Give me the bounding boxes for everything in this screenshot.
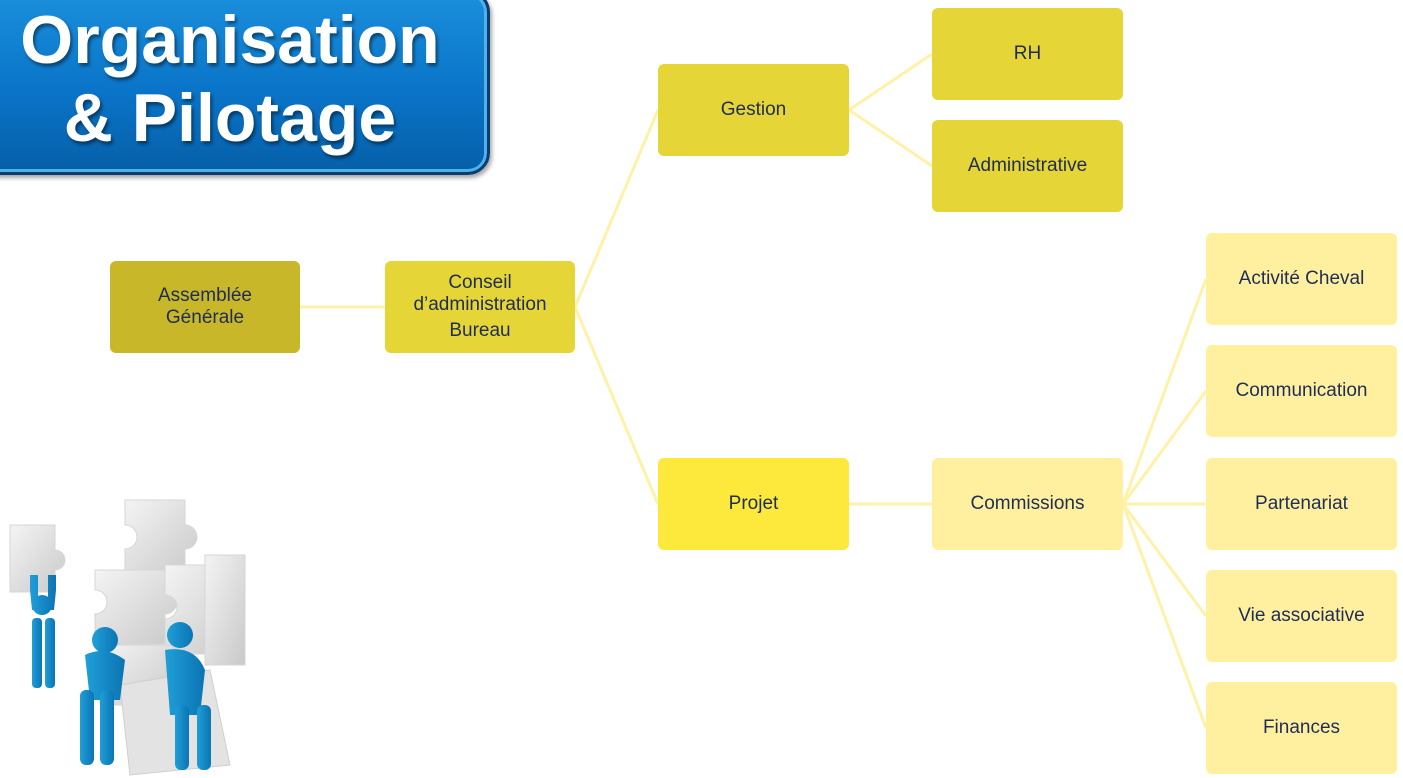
node-vie-label: Vie associative [1238, 605, 1365, 626]
node-conseil-line1: Conseil [448, 272, 512, 293]
node-administrative: Administrative [932, 120, 1123, 212]
node-rh-label: RH [1013, 43, 1042, 64]
node-gestion: Gestion [658, 64, 849, 156]
node-gestion-label: Gestion [720, 99, 787, 120]
title-line-2: & Pilotage [63, 80, 397, 156]
title-line-1: Organisation [20, 2, 440, 78]
node-partenariat: Partenariat [1206, 458, 1397, 550]
node-commissions: Commissions [932, 458, 1123, 550]
puzzle-team-icon [9, 499, 246, 776]
node-conseil-administration: Conseil d’administration Bureau [385, 261, 575, 353]
node-assemblee-generale: Assemblée Générale [110, 261, 300, 353]
node-conseil-line2: d’administration [413, 294, 547, 315]
node-partenariat-label: Partenariat [1255, 493, 1348, 514]
node-administrative-label: Administrative [967, 155, 1088, 176]
node-projet: Projet [658, 458, 849, 550]
node-activite-cheval: Activité Cheval [1206, 233, 1397, 325]
node-communication-label: Communication [1235, 380, 1368, 401]
node-finances-label: Finances [1262, 717, 1341, 738]
node-communication: Communication [1206, 345, 1397, 437]
node-assemblee-line1: Assemblée [158, 285, 252, 306]
page-title: Organisation & Pilotage [0, 0, 490, 175]
node-assemblee-line2: Générale [165, 307, 245, 328]
node-commissions-label: Commissions [970, 493, 1085, 514]
node-rh: RH [932, 8, 1123, 100]
node-vie-associative: Vie associative [1206, 570, 1397, 662]
node-projet-label: Projet [728, 493, 779, 514]
node-conseil-line3: Bureau [449, 320, 511, 341]
node-activite-label: Activité Cheval [1238, 268, 1365, 289]
node-finances: Finances [1206, 682, 1397, 774]
